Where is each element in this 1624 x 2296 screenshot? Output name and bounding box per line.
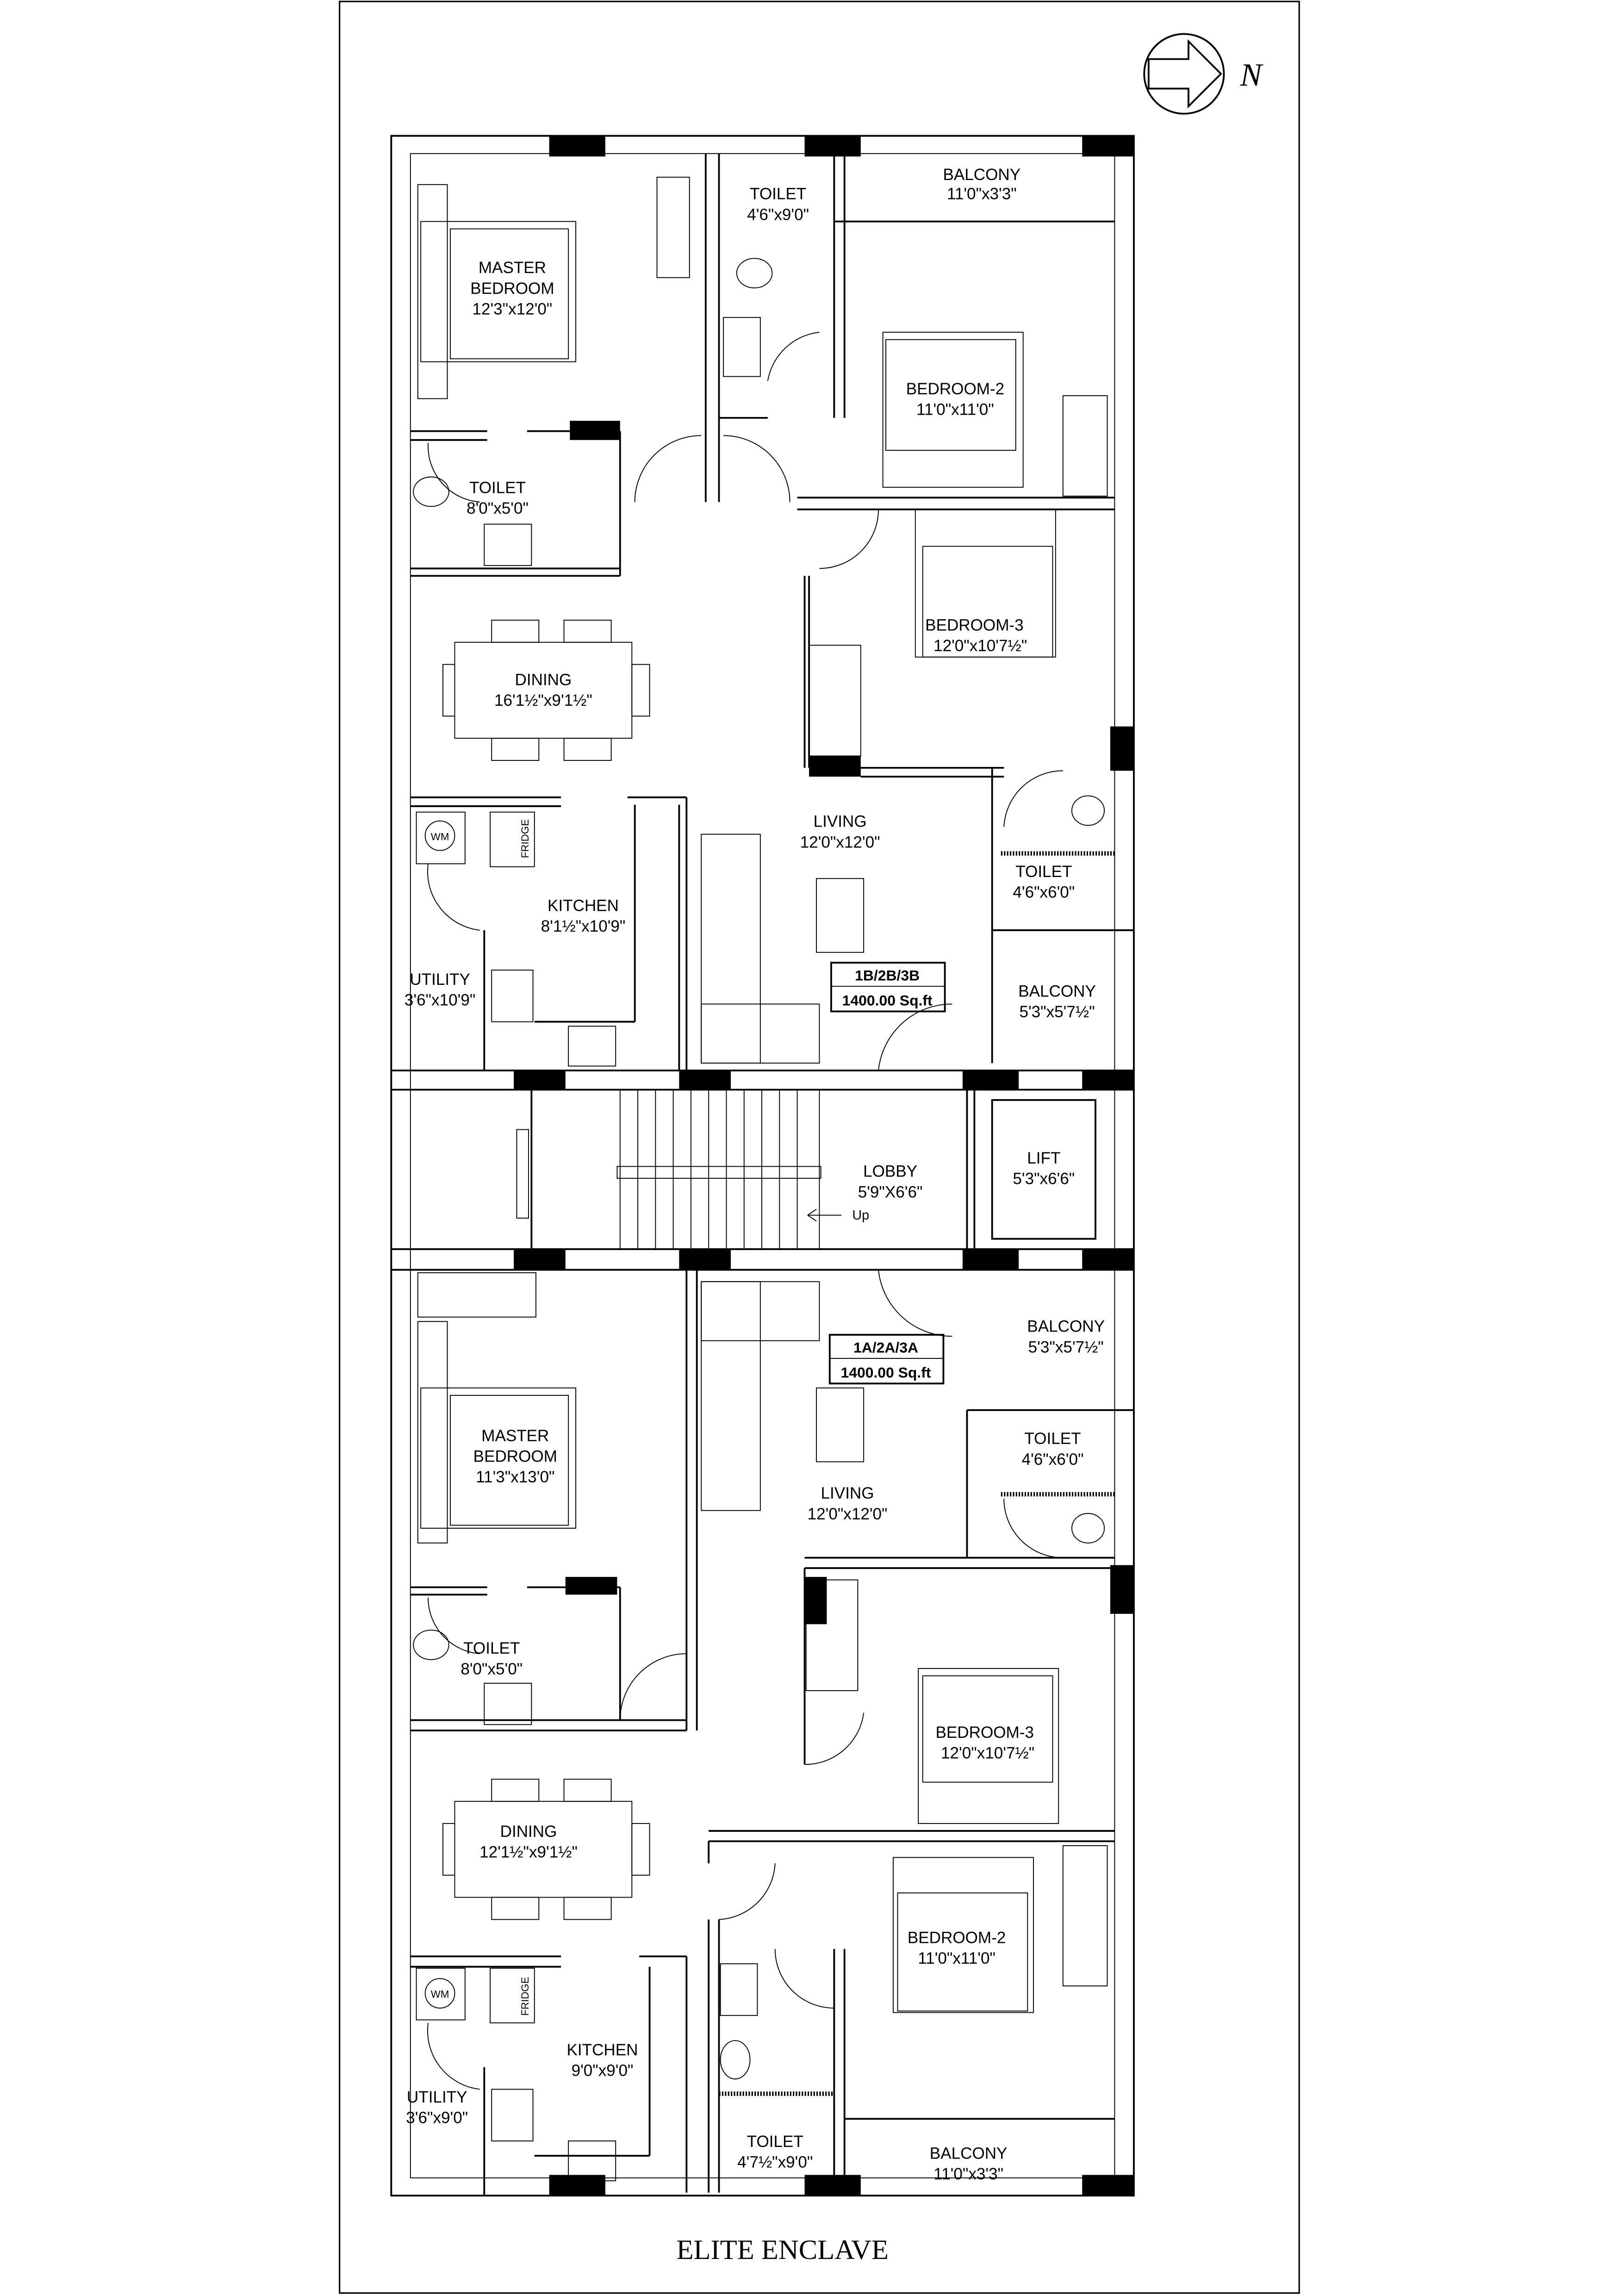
- furniture: [417, 176, 1108, 2013]
- room-name: KITCHEN: [548, 896, 619, 915]
- fridge-icon: [490, 811, 535, 867]
- room-size: 4'6"x6'0": [1022, 1450, 1084, 1468]
- room-size: 12'1½"x9'1½": [479, 1843, 578, 1861]
- washbasin-icon: [484, 523, 532, 566]
- room-name: BALCONY: [1027, 1318, 1105, 1336]
- room-name: MASTER: [481, 1427, 549, 1445]
- wc-icon: [720, 2040, 751, 2079]
- room-size: 4'6"x9'0": [747, 205, 809, 224]
- fridge-label: FRIDGE: [519, 1977, 531, 2016]
- unit-tag-bottom: 1A/2A/3A 1400.00 Sq.ft: [828, 1334, 945, 1385]
- room-name: BEDROOM: [470, 280, 554, 298]
- doors: [427, 331, 1063, 2090]
- room-name: LIVING: [821, 1484, 874, 1502]
- sheet-border: [339, 0, 1300, 2294]
- room-size: 11'0"x3'3": [947, 185, 1017, 203]
- room-name: BEDROOM-3: [925, 616, 1023, 634]
- arrow-left-icon: [807, 1209, 842, 1222]
- room-name: LIFT: [1027, 1149, 1060, 1167]
- room-size: 4'7½"x9'0": [737, 2153, 813, 2171]
- room-labels-bottom: BALCONY 5'3"x5'7½" MASTER BEDROOM 11'3"x…: [406, 1318, 1105, 2183]
- room-name: BEDROOM-2: [908, 1929, 1006, 1947]
- washbasin-icon: [723, 317, 761, 377]
- room-name: DINING: [500, 1823, 557, 1841]
- room-size: 5'3"x6'6": [1013, 1170, 1075, 1188]
- sink-icon: [491, 2089, 534, 2141]
- room-size: 9'0"x9'0": [572, 2062, 634, 2080]
- room-name: BEDROOM-3: [936, 1724, 1034, 1742]
- room-size: 5'3"x5'7½": [1019, 1003, 1095, 1021]
- north-arrow-icon: N: [1143, 33, 1264, 115]
- unit-area: 1400.00 Sq.ft: [842, 992, 933, 1009]
- room-name: UTILITY: [410, 971, 470, 989]
- fixtures: WM FRIDGE WM FRIDGE: [413, 258, 1105, 2182]
- washbasin-icon: [484, 1683, 532, 1725]
- room-name: TOILET: [469, 479, 526, 497]
- wc-icon: [413, 476, 449, 507]
- room-name: LOBBY: [863, 1163, 917, 1181]
- room-size: 8'1½"x10'9": [541, 917, 626, 935]
- room-size: 12'0"x12'0": [808, 1505, 888, 1523]
- staircase: Up: [616, 1089, 869, 1250]
- room-size: 12'3"x12'0": [472, 300, 552, 318]
- room-name: TOILET: [750, 185, 806, 203]
- washing-machine-icon: [416, 1967, 466, 2021]
- unit-code: 1B/2B/3B: [855, 967, 920, 983]
- room-name: BALCONY: [1018, 982, 1096, 1000]
- room-size: 12'0"x10'7½": [941, 1744, 1034, 1762]
- room-labels-core: LOBBY 5'9"X6'6" LIFT 5'3"x6'6": [858, 1149, 1075, 1201]
- room-size: 12'0"x12'0": [800, 833, 880, 851]
- room-name: TOILET: [1024, 1430, 1081, 1448]
- washing-machine-icon: [416, 811, 466, 865]
- room-size: 11'0"x11'0": [918, 1949, 996, 1967]
- wc-icon: [413, 1630, 449, 1660]
- unit-code: 1A/2A/3A: [853, 1339, 918, 1356]
- unit-tag-top: 1B/2B/3B 1400.00 Sq.ft: [830, 962, 946, 1013]
- drawing-title: ELITE ENCLAVE: [677, 2234, 889, 2265]
- room-size: 8'0"x5'0": [460, 1660, 523, 1678]
- room-size: 8'0"x5'0": [467, 499, 529, 517]
- room-name: BALCONY: [930, 2144, 1008, 2162]
- room-name: TOILET: [747, 2133, 803, 2151]
- room-name: TOILET: [1015, 863, 1072, 881]
- unit-area: 1400.00 Sq.ft: [841, 1364, 931, 1381]
- wc-icon: [736, 258, 773, 289]
- room-name: TOILET: [463, 1639, 520, 1657]
- room-size: 11'0"x11'0": [916, 400, 994, 418]
- stair-up-label: Up: [852, 1208, 869, 1223]
- room-labels-top: MASTER BEDROOM 12'3"x12'0" TOILET 4'6"x9…: [404, 166, 1096, 1021]
- fridge-icon: [490, 1967, 535, 2023]
- room-name: UTILITY: [407, 2088, 467, 2106]
- room-name: MASTER: [479, 259, 546, 277]
- sink-icon: [491, 970, 534, 1022]
- room-size: 4'6"x6'0": [1013, 884, 1075, 902]
- room-size: 5'9"X6'6": [858, 1183, 923, 1201]
- stove-icon: [568, 2140, 616, 2182]
- walls: [390, 135, 1135, 2196]
- fridge-label: FRIDGE: [519, 819, 531, 858]
- wc-icon: [1071, 1513, 1105, 1543]
- room-name: BEDROOM-2: [906, 380, 1004, 398]
- wm-label: WM: [431, 1989, 449, 2000]
- room-size: 16'1½"x9'1½": [494, 691, 592, 709]
- room-name: LIVING: [814, 813, 867, 831]
- washbasin-icon: [720, 1963, 758, 2016]
- wm-label: WM: [431, 831, 449, 842]
- north-label: N: [1240, 57, 1264, 93]
- room-size: 11'0"x3'3": [933, 2165, 1003, 2183]
- room-name: BEDROOM: [473, 1447, 557, 1465]
- room-size: 11'3"x13'0": [476, 1468, 554, 1486]
- room-name: KITCHEN: [567, 2041, 638, 2059]
- room-size: 3'6"x9'0": [406, 2109, 468, 2127]
- room-size: 3'6"x10'9": [404, 991, 475, 1009]
- columns: [514, 136, 1134, 2196]
- room-name: DINING: [515, 671, 572, 689]
- room-name: BALCONY: [943, 166, 1021, 184]
- room-size: 12'0"x10'7½": [933, 637, 1027, 655]
- wc-icon: [1071, 795, 1105, 826]
- stove-icon: [568, 1026, 616, 1067]
- room-size: 5'3"x5'7½": [1028, 1338, 1104, 1356]
